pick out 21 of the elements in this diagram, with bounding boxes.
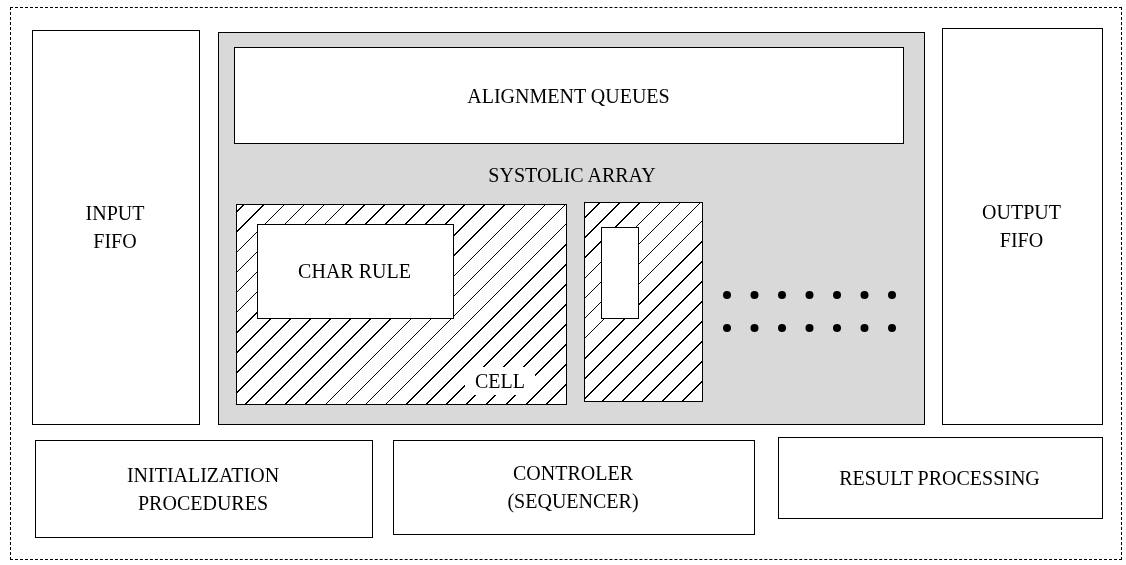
block-box xyxy=(941,27,1103,425)
block-box xyxy=(31,29,200,425)
block-label: CELL xyxy=(465,367,535,395)
block-label: OUTPUT FIFO xyxy=(981,200,1062,253)
block-label: INITIALIZATION PROCEDURES xyxy=(125,462,281,516)
block-box xyxy=(34,439,373,538)
empty-block-box xyxy=(584,202,703,402)
block-label: CHAR RULE xyxy=(297,259,412,284)
block-box xyxy=(234,47,904,144)
block-box xyxy=(217,31,925,425)
empty-block-box xyxy=(600,226,639,319)
block-label: CONTROLER (SEQUENCER) xyxy=(506,461,640,515)
block-box xyxy=(236,204,567,405)
block-box xyxy=(256,223,454,319)
block-box xyxy=(392,439,755,535)
block-label: SYSTOLIC ARRAY xyxy=(487,162,657,188)
block-label: ALIGNMENT QUEUES xyxy=(466,83,671,109)
dashed-boundary xyxy=(10,7,1122,560)
block-box xyxy=(777,436,1103,519)
block-label: INPUT FIFO xyxy=(84,201,146,254)
block-label: RESULT PROCESSING xyxy=(838,465,1041,491)
